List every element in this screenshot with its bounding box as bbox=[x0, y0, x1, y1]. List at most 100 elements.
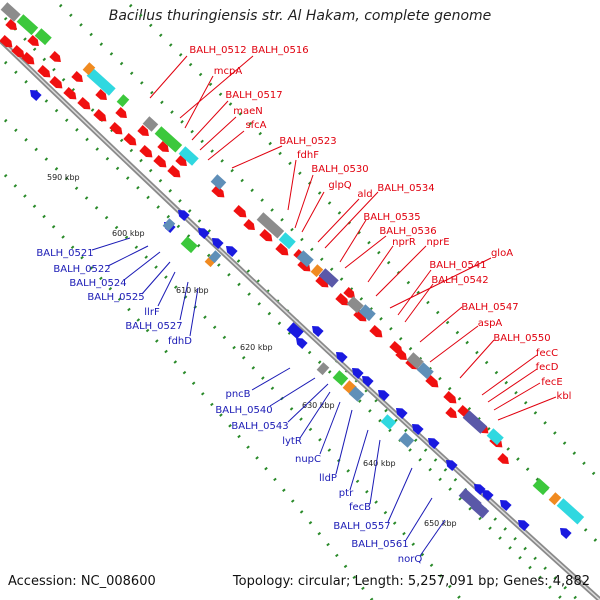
gene-label-maen[interactable]: maeN bbox=[233, 106, 263, 117]
gene-block-gray[interactable] bbox=[142, 116, 159, 132]
forward-gene-arrow[interactable] bbox=[93, 109, 109, 124]
gene-block-green[interactable] bbox=[154, 126, 183, 153]
gene-block-cyan[interactable] bbox=[86, 68, 116, 96]
gene-label-npre[interactable]: nprE bbox=[426, 237, 449, 248]
gene-label-balh-0517[interactable]: BALH_0517 bbox=[225, 90, 282, 101]
forward-gene-arrow[interactable] bbox=[11, 45, 27, 60]
forward-gene-arrow[interactable] bbox=[63, 87, 79, 102]
gene-block-steel[interactable] bbox=[162, 218, 176, 232]
gene-label-aspa[interactable]: aspA bbox=[478, 318, 503, 329]
reverse-gene-arrow[interactable] bbox=[27, 87, 42, 102]
gene-block-purple[interactable] bbox=[462, 410, 488, 434]
forward-gene-arrow[interactable] bbox=[71, 71, 85, 85]
gene-label-fdhf[interactable]: fdhF bbox=[297, 150, 319, 161]
gene-label-lldp[interactable]: lldP bbox=[319, 473, 337, 484]
forward-gene-arrow[interactable] bbox=[123, 133, 139, 148]
gene-label-pncb[interactable]: pncB bbox=[225, 389, 250, 400]
forward-gene-arrow[interactable] bbox=[153, 155, 169, 170]
forward-gene-arrow[interactable] bbox=[445, 407, 459, 421]
gene-label-balh-0540[interactable]: BALH_0540 bbox=[215, 405, 272, 416]
reverse-gene-arrow[interactable] bbox=[409, 421, 424, 436]
gene-block-blue[interactable] bbox=[286, 322, 304, 340]
forward-gene-arrow[interactable] bbox=[109, 122, 125, 137]
gene-label-ptr[interactable]: ptr bbox=[339, 488, 354, 499]
reverse-gene-arrow[interactable] bbox=[425, 435, 440, 450]
reverse-gene-arrow[interactable] bbox=[479, 487, 494, 502]
gene-block-orange[interactable] bbox=[548, 492, 562, 506]
gene-label-balh-0542[interactable]: BALH_0542 bbox=[431, 275, 488, 286]
gene-label-balh-0523[interactable]: BALH_0523 bbox=[279, 136, 336, 147]
forward-gene-arrow[interactable] bbox=[395, 349, 409, 363]
gene-block-steel[interactable] bbox=[296, 250, 314, 268]
forward-gene-arrow[interactable] bbox=[139, 145, 155, 160]
gene-block-cyan[interactable] bbox=[278, 232, 296, 250]
gene-block-cyan[interactable] bbox=[486, 428, 504, 446]
gene-block-steel[interactable] bbox=[398, 432, 415, 448]
gene-label-sfca[interactable]: sfcA bbox=[245, 120, 266, 131]
gene-label-fecc[interactable]: fecC bbox=[536, 348, 558, 359]
gene-label-balh-0535[interactable]: BALH_0535 bbox=[363, 212, 420, 223]
forward-gene-arrow[interactable] bbox=[389, 341, 405, 356]
gene-label-balh-0541[interactable]: BALH_0541 bbox=[429, 260, 486, 271]
gene-block-green[interactable] bbox=[34, 28, 52, 46]
forward-gene-arrow[interactable] bbox=[259, 229, 275, 244]
gene-block-gray[interactable] bbox=[0, 2, 21, 22]
gene-block-steel[interactable] bbox=[358, 304, 376, 322]
reverse-gene-arrow[interactable] bbox=[223, 243, 238, 258]
gene-label-nprr[interactable]: nprR bbox=[392, 237, 416, 248]
forward-gene-arrow[interactable] bbox=[49, 51, 63, 65]
forward-gene-arrow[interactable] bbox=[275, 243, 291, 258]
gene-label-lytr[interactable]: lytR bbox=[282, 436, 302, 447]
gene-label-balh-0557[interactable]: BALH_0557 bbox=[333, 521, 390, 532]
gene-label-balh-0536[interactable]: BALH_0536 bbox=[379, 226, 436, 237]
forward-gene-arrow[interactable] bbox=[297, 259, 313, 274]
gene-label-balh-0530[interactable]: BALH_0530 bbox=[311, 164, 368, 175]
reverse-gene-arrow[interactable] bbox=[195, 225, 210, 240]
gene-label-balh-0561[interactable]: BALH_0561 bbox=[351, 539, 408, 550]
gene-block-green[interactable] bbox=[532, 478, 550, 496]
forward-gene-arrow[interactable] bbox=[49, 76, 65, 91]
forward-gene-arrow[interactable] bbox=[175, 155, 189, 169]
gene-block-orange[interactable] bbox=[310, 264, 324, 278]
gene-block-green[interactable] bbox=[116, 94, 130, 108]
gene-label-llrf[interactable]: llrF bbox=[144, 307, 160, 318]
reverse-gene-arrow[interactable] bbox=[209, 235, 224, 250]
gene-block-steel[interactable] bbox=[348, 386, 365, 402]
reverse-gene-arrow[interactable] bbox=[375, 387, 390, 402]
reverse-gene-arrow[interactable] bbox=[393, 405, 408, 420]
forward-gene-arrow[interactable] bbox=[115, 107, 129, 121]
gene-block-gray[interactable] bbox=[346, 296, 364, 314]
reverse-gene-arrow[interactable] bbox=[515, 517, 530, 532]
gene-label-balh-0547[interactable]: BALH_0547 bbox=[461, 302, 518, 313]
reverse-gene-arrow[interactable] bbox=[175, 207, 190, 222]
gene-block-cyan[interactable] bbox=[380, 414, 397, 430]
gene-block-purple[interactable] bbox=[318, 268, 339, 288]
forward-gene-arrow[interactable] bbox=[425, 375, 441, 390]
gene-label-fecd[interactable]: fecD bbox=[536, 362, 559, 373]
forward-gene-arrow[interactable] bbox=[315, 275, 331, 290]
gene-block-steel[interactable] bbox=[416, 362, 434, 380]
gene-block-green[interactable] bbox=[16, 14, 39, 36]
gene-block-cyan[interactable] bbox=[178, 146, 199, 166]
forward-gene-arrow[interactable] bbox=[37, 65, 53, 80]
forward-gene-arrow[interactable] bbox=[77, 97, 93, 112]
reverse-gene-arrow[interactable] bbox=[293, 335, 308, 350]
reverse-gene-arrow[interactable] bbox=[309, 323, 324, 338]
forward-gene-arrow[interactable] bbox=[21, 52, 37, 67]
gene-label-gloa[interactable]: gloA bbox=[491, 248, 513, 259]
gene-label-balh-0524[interactable]: BALH_0524 bbox=[69, 278, 126, 289]
gene-label-glpq[interactable]: glpQ bbox=[328, 180, 351, 191]
gene-label-balh-0522[interactable]: BALH_0522 bbox=[53, 264, 110, 275]
gene-block-gray[interactable] bbox=[406, 352, 424, 370]
reverse-gene-arrow[interactable] bbox=[349, 365, 364, 380]
reverse-gene-arrow[interactable] bbox=[333, 349, 348, 364]
gene-label-nupc[interactable]: nupC bbox=[295, 454, 321, 465]
gene-block-gray[interactable] bbox=[256, 212, 285, 239]
forward-gene-arrow[interactable] bbox=[211, 185, 227, 200]
gene-label-balh-0543[interactable]: BALH_0543 bbox=[231, 421, 288, 432]
gene-block-orange[interactable] bbox=[82, 62, 96, 76]
reverse-gene-arrow[interactable] bbox=[557, 525, 572, 540]
reverse-gene-arrow[interactable] bbox=[497, 497, 512, 512]
gene-label-mcpa[interactable]: mcpA bbox=[214, 66, 243, 77]
forward-gene-arrow[interactable] bbox=[369, 325, 385, 340]
